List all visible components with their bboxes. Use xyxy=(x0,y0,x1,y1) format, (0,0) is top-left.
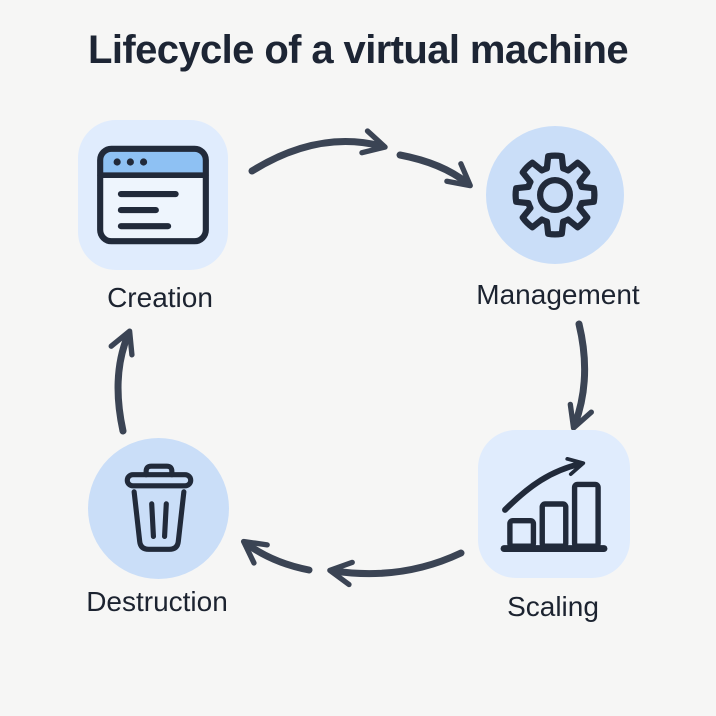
stage-management-circle xyxy=(486,126,624,264)
stage-destruction-circle xyxy=(88,438,229,579)
arrow-creation-to-management-2 xyxy=(396,151,473,189)
stage-creation-label: Creation xyxy=(107,282,213,313)
stage-management-label: Management xyxy=(476,279,640,310)
bar-chart-growth-icon xyxy=(500,456,608,553)
trash-icon xyxy=(124,463,193,552)
arrow-management-to-scaling xyxy=(567,320,594,431)
diagram-title: Lifecycle of a virtual machine xyxy=(88,28,629,72)
stage-scaling-label: Scaling xyxy=(507,591,599,622)
arrow-destruction-to-creation xyxy=(108,328,135,435)
arrow-creation-to-management-1 xyxy=(248,128,388,175)
arrow-scaling-to-destruction-2 xyxy=(240,538,313,574)
arrow-scaling-to-destruction-1 xyxy=(327,549,465,588)
stage-destruction-label: Destruction xyxy=(86,586,228,617)
stage-scaling-tile xyxy=(478,430,630,578)
stage-creation-tile xyxy=(78,120,228,270)
gear-icon xyxy=(512,152,598,238)
browser-window-icon xyxy=(97,145,209,245)
